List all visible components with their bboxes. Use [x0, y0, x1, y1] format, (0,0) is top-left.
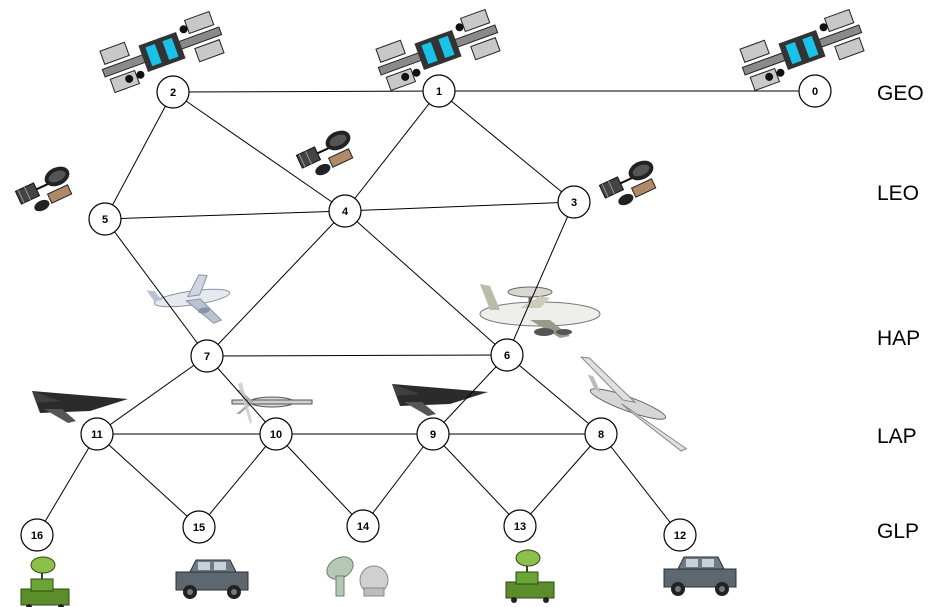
node-9: 9 [416, 417, 450, 451]
link-4-7 [206, 210, 346, 357]
link-9-13 [432, 433, 521, 527]
layer-label-hap: HAP [877, 327, 920, 350]
humvee-icon [663, 556, 737, 597]
awacs-aircraft-icon [478, 282, 602, 340]
node-10: 10 [259, 417, 293, 451]
node-circle [328, 194, 362, 228]
link-9-14 [362, 433, 434, 527]
satellite-icon [596, 155, 665, 213]
node-14: 14 [346, 509, 380, 543]
stealth-drone-icon [392, 384, 488, 416]
node-7: 7 [190, 339, 224, 373]
node-circle [490, 338, 524, 372]
layer-label-geo: GEO [877, 82, 924, 105]
node-circle [259, 417, 293, 451]
airliner-icon [144, 270, 235, 333]
node-circle [80, 417, 114, 451]
node-6: 6 [490, 338, 524, 372]
node-circle [416, 417, 450, 451]
link-3-6 [506, 201, 575, 356]
global-hawk-drone-icon [562, 354, 705, 453]
network-links [36, 90, 815, 536]
node-label: 11 [91, 429, 103, 441]
node-label: 0 [812, 86, 818, 98]
node-4: 4 [328, 194, 362, 228]
node-circle [346, 509, 380, 543]
link-5-7 [104, 218, 208, 357]
node-label: 16 [31, 530, 43, 542]
link-6-8 [506, 354, 602, 435]
link-8-12 [600, 433, 681, 536]
node-circle [557, 185, 591, 219]
node-2: 2 [156, 75, 190, 109]
node-circle [156, 75, 190, 109]
predator-drone-icon [231, 381, 313, 425]
link-7-10 [206, 355, 277, 435]
satellite-icon [12, 161, 81, 219]
node-16: 16 [20, 518, 54, 552]
node-label: 14 [357, 521, 370, 533]
link-2-4 [172, 91, 346, 212]
node-circle [182, 510, 216, 544]
satellite-icon [293, 125, 362, 183]
node-label: 7 [204, 351, 210, 363]
humvee-icon [175, 559, 249, 600]
node-label: 8 [598, 429, 604, 441]
node-circle [20, 518, 54, 552]
link-4-6 [344, 210, 508, 356]
node-8: 8 [584, 417, 618, 451]
node-3: 3 [557, 185, 591, 219]
node-0: 0 [798, 74, 832, 108]
node-circle [663, 518, 697, 552]
node-label: 1 [436, 86, 442, 98]
node-circle [88, 202, 122, 236]
node-circle [190, 339, 224, 373]
layer-label-lap: LAP [877, 425, 917, 448]
space-station-icon [735, 7, 869, 93]
node-circle [422, 74, 456, 108]
radar-truck-icon [505, 549, 555, 604]
link-7-6 [206, 354, 508, 357]
node-15: 15 [182, 510, 216, 544]
link-11-16 [36, 433, 98, 536]
layer-label-glp: GLP [877, 520, 919, 543]
link-6-9 [432, 354, 508, 435]
layer-labels: GEO LEO HAP LAP GLP [877, 82, 924, 543]
link-10-15 [198, 433, 277, 528]
radar-truck-icon [20, 556, 70, 607]
link-8-13 [519, 433, 602, 527]
link-7-11 [96, 355, 208, 435]
node-label: 2 [170, 87, 176, 99]
link-10-14 [275, 433, 364, 527]
link-2-5 [104, 91, 174, 220]
node-label: 4 [342, 206, 349, 218]
node-label: 15 [193, 522, 205, 534]
node-label: 3 [571, 197, 577, 209]
link-4-3 [344, 201, 575, 212]
ground-station-icon [322, 551, 389, 597]
node-label: 9 [430, 429, 436, 441]
link-5-4 [104, 210, 346, 220]
layer-label-leo: LEO [877, 182, 919, 205]
node-13: 13 [503, 509, 537, 543]
node-label: 5 [102, 214, 108, 226]
node-12: 12 [663, 518, 697, 552]
stealth-drone-icon [32, 391, 128, 423]
node-circle [584, 417, 618, 451]
link-1-3 [438, 90, 575, 203]
node-circle [503, 509, 537, 543]
node-label: 6 [504, 350, 510, 362]
node-circle [798, 74, 832, 108]
node-label: 12 [674, 530, 686, 542]
node-11: 11 [80, 417, 114, 451]
link-1-4 [344, 90, 440, 212]
node-label: 13 [514, 521, 526, 533]
node-1: 1 [422, 74, 456, 108]
node-5: 5 [88, 202, 122, 236]
link-2-1 [172, 90, 440, 93]
link-11-15 [96, 433, 200, 528]
node-label: 10 [270, 429, 282, 441]
